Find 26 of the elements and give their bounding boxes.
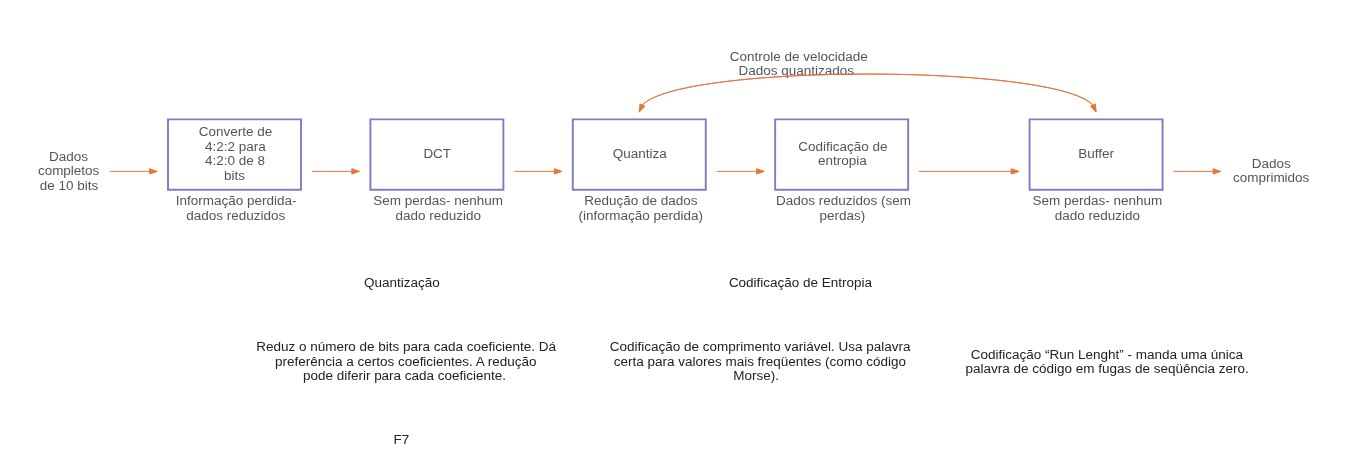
arrow [1172,168,1222,175]
node-text: Dados comprimidos [1232,155,1310,186]
arrow [109,168,158,175]
arrow [716,168,765,175]
node-label: Sem perdas- nenhum dado reduzido [1032,193,1163,223]
edge-label: Controle de velocidade [729,48,868,64]
edge-label: Dados quantizados [738,62,855,78]
label: Quantização [364,275,440,291]
label: Codificação “Run Lenght” - manda uma única palavra de código em fugas de seqüência zero. [965,346,1249,377]
label: Codificação de comprimento variável. Usa palavra certa para valores mais freqüentes (como código Morse). [609,339,911,384]
node-box: Buffer [1028,118,1164,191]
arrow [918,168,1020,175]
node-box: DCT [369,118,505,191]
node-box: Codificação de entropia [774,118,910,191]
arrow [311,168,361,175]
node-label: Sem perdas- nenhum dado reduzido [373,193,503,223]
node-box: Quantiza [571,118,707,191]
node-box: Converte de 4:2:2 para 4:2:0 de 8 bits [167,118,302,191]
label: Reduz o número de bits para cada coeficiente. Dá preferência a certos coeficientes. A redução pode diferir para cada coeficiente. [256,339,557,384]
node-label: Dados reduzidos (sem perdas) [776,193,912,223]
label: F7 [393,432,410,448]
node-label: Informação perdida- dados reduzidos [175,193,297,223]
arrow [513,168,563,175]
node-label: Redução de dados (informação perdida) [578,193,703,223]
label: Codificação de Entropia [728,275,873,291]
node-text: Dados completos de 10 bits [37,148,100,193]
